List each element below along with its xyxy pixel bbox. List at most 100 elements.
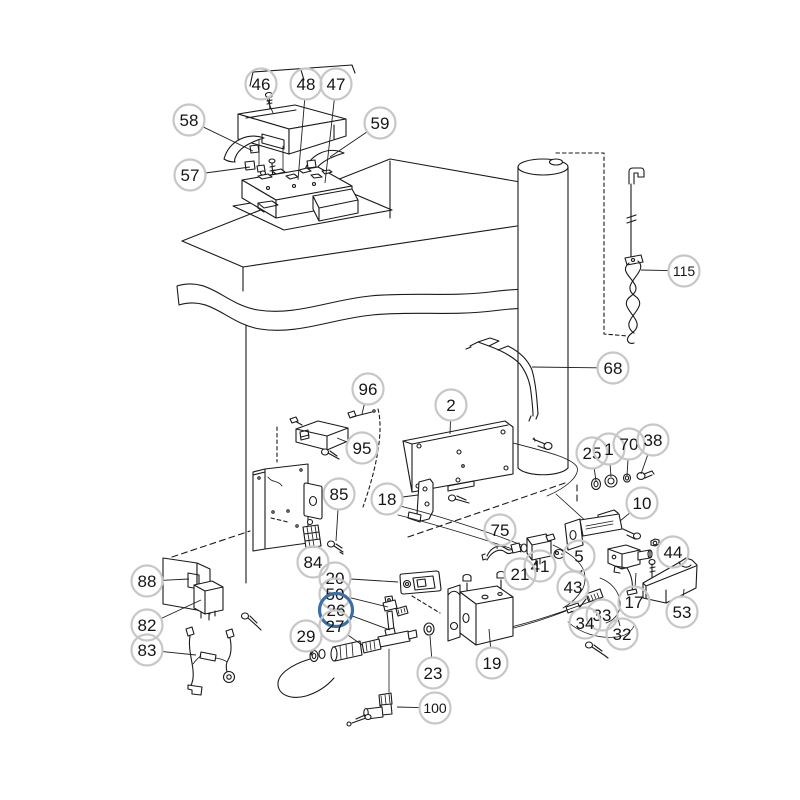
callout-17[interactable]: 17 — [617, 572, 651, 619]
callout-leader-23 — [429, 635, 433, 658]
break-line-band — [176, 283, 568, 331]
callout-83[interactable]: 83 — [130, 633, 197, 667]
callout-115[interactable]: 115 — [640, 254, 701, 288]
callout-leader-27 — [347, 634, 363, 646]
callout-46[interactable]: 46 — [244, 67, 278, 114]
callout-34[interactable]: 34 — [568, 606, 602, 640]
callout-number: 84 — [304, 553, 323, 572]
callout-ring — [319, 67, 353, 101]
callout-96[interactable]: 96 — [351, 372, 385, 415]
callout-ring — [483, 513, 517, 547]
callout-ring — [556, 570, 590, 604]
callout-18[interactable]: 18 — [370, 482, 419, 516]
callout-5[interactable]: 5 — [560, 539, 596, 573]
callout-47[interactable]: 47 — [319, 67, 353, 184]
callout-84[interactable]: 84 — [296, 545, 330, 579]
callout-68[interactable]: 68 — [531, 351, 630, 385]
callout-ring — [416, 656, 450, 690]
callout-leader-46 — [266, 98, 274, 114]
control-panel-assembly-drawing — [223, 64, 359, 222]
callout-82[interactable]: 82 — [130, 599, 202, 642]
callout-number: 96 — [359, 380, 378, 399]
callout-100[interactable]: 100 — [396, 691, 452, 725]
callout-ring — [475, 646, 509, 680]
callout-leader-100 — [396, 706, 420, 709]
callout-leader-1 — [609, 464, 612, 478]
callout-leader-26 — [351, 615, 391, 631]
callout-58[interactable]: 58 — [172, 103, 254, 152]
callout-leader-50 — [349, 597, 389, 608]
callout-1[interactable]: 1 — [592, 432, 626, 478]
callout-leader-70 — [626, 459, 629, 477]
callout-ring — [130, 564, 164, 598]
callout-10[interactable]: 10 — [619, 486, 659, 522]
callout-leader-2 — [449, 420, 451, 435]
callout-number: 10 — [633, 494, 652, 513]
callout-number: 58 — [180, 111, 199, 130]
callout-number: 32 — [613, 625, 632, 644]
callout-70[interactable]: 70 — [612, 427, 646, 477]
callout-19[interactable]: 19 — [475, 628, 509, 680]
callout-32[interactable]: 32 — [605, 617, 639, 651]
callout-number: 68 — [604, 359, 623, 378]
callout-ring — [612, 427, 646, 461]
callout-number: 95 — [353, 439, 372, 458]
callout-ring — [667, 254, 701, 288]
relay-group-drawing — [162, 557, 262, 696]
callout-25[interactable]: 25 — [575, 436, 609, 482]
callout-53[interactable]: 53 — [665, 588, 699, 629]
callout-leader-58 — [202, 126, 254, 152]
callout-number: 38 — [644, 431, 663, 450]
callout-number: 21 — [511, 565, 530, 584]
bracket-10-drawing — [488, 509, 698, 659]
callout-59[interactable]: 59 — [329, 106, 397, 158]
callout-85[interactable]: 85 — [322, 477, 356, 542]
callout-number: 47 — [327, 75, 346, 94]
callout-ring — [322, 477, 356, 511]
callout-number: 44 — [664, 543, 683, 562]
callout-leader-20 — [350, 578, 399, 583]
callout-number: 53 — [673, 603, 692, 622]
callout-ring — [605, 617, 639, 651]
callout-number: 29 — [297, 627, 316, 646]
callout-number: 1 — [604, 440, 613, 459]
datum-lines — [171, 481, 569, 558]
callout-43[interactable]: 43 — [556, 569, 590, 604]
callout-57[interactable]: 57 — [173, 158, 251, 192]
callout-ring — [173, 158, 207, 192]
callout-ring — [592, 432, 626, 466]
callout-ring — [523, 549, 557, 583]
callout-leader-68 — [531, 366, 598, 369]
callout-leader-115 — [640, 269, 669, 272]
callout-number: 115 — [673, 263, 696, 279]
callout-29[interactable]: 29 — [289, 619, 323, 657]
callout-21[interactable]: 21 — [502, 557, 537, 591]
callout-ring — [418, 691, 452, 725]
callout-27[interactable]: 27 — [318, 609, 363, 646]
callout-number: 23 — [424, 664, 443, 683]
callout-75[interactable]: 75 — [483, 513, 517, 550]
callout-number: 43 — [564, 578, 583, 597]
callout-number: 88 — [138, 572, 157, 591]
callout-88[interactable]: 88 — [130, 564, 190, 598]
flue-baffle-drawing — [555, 152, 645, 344]
mounting-plate-drawing — [252, 408, 381, 555]
callout-ring — [370, 482, 404, 516]
callout-number: 100 — [423, 700, 447, 716]
callout-38[interactable]: 38 — [636, 423, 670, 475]
callout-33[interactable]: 33 — [585, 598, 619, 632]
callout-ring — [596, 351, 630, 385]
cabinet-drawing — [181, 158, 521, 584]
callout-ring — [289, 619, 323, 653]
callout-2[interactable]: 2 — [434, 388, 468, 435]
callout-23[interactable]: 23 — [416, 635, 450, 690]
callout-44[interactable]: 44 — [656, 535, 690, 569]
callout-ring — [575, 436, 609, 470]
callout-number: 57 — [181, 166, 200, 185]
callout-leader-96 — [361, 403, 365, 415]
gas-valve-drawing — [397, 493, 589, 609]
callout-ring — [503, 557, 537, 591]
callout-leader-95 — [336, 437, 348, 443]
callout-95[interactable]: 95 — [336, 431, 379, 465]
